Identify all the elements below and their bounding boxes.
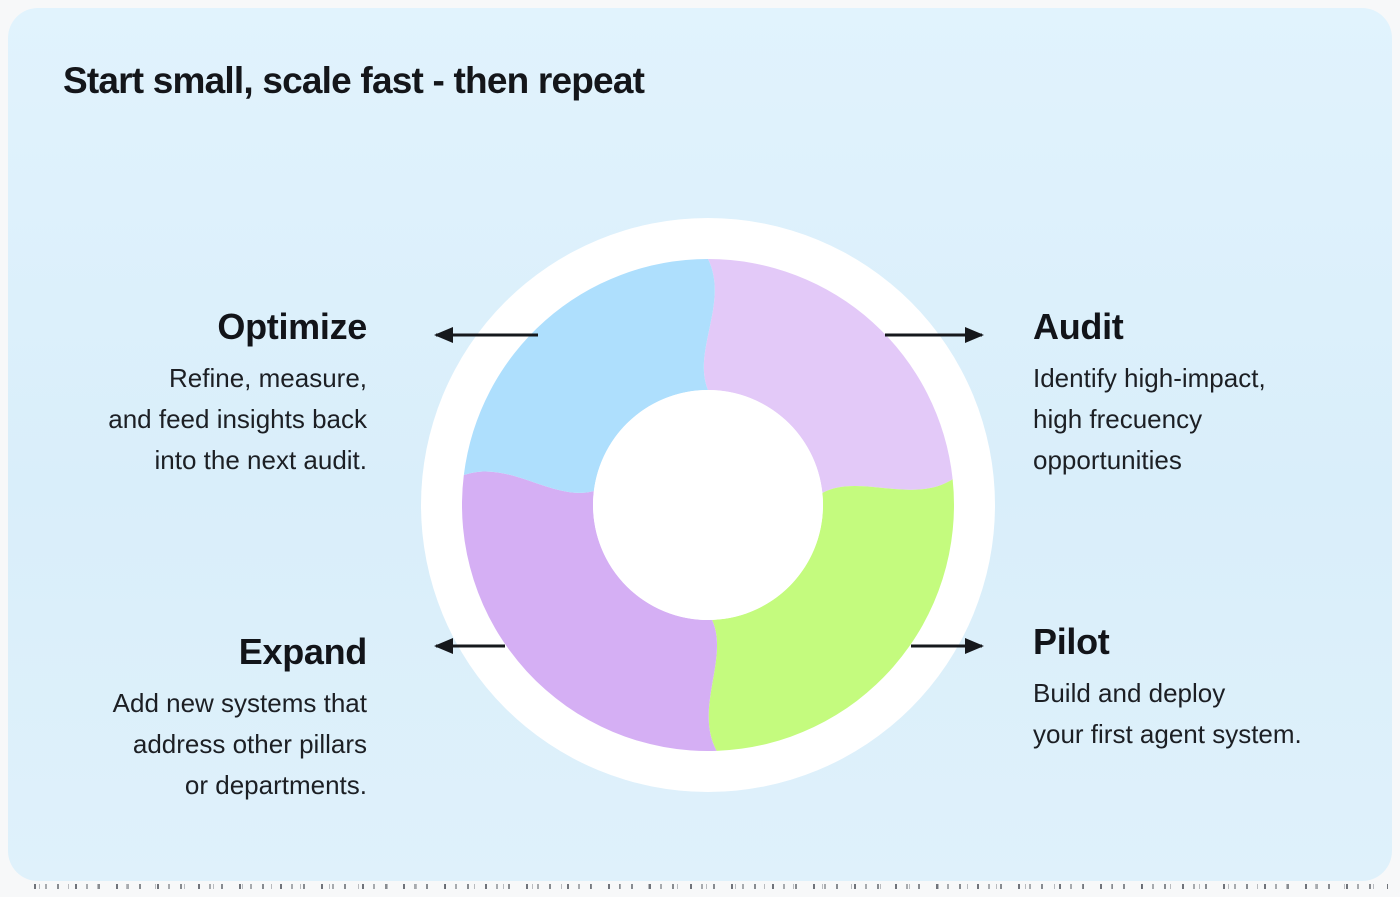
- infographic-panel: Start small, scale fast - then repeat Op…: [8, 8, 1392, 881]
- step-description-audit: Identify high-impact, high frecuency opp…: [1033, 363, 1266, 475]
- donut-segment-expand: [461, 471, 718, 752]
- step-optimize: Optimize Refine, measure, and feed insig…: [7, 308, 367, 481]
- step-description-pilot: Build and deploy your first agent system…: [1033, 678, 1302, 749]
- step-title-pilot: Pilot: [1033, 621, 1110, 662]
- donut-segment-optimize: [463, 259, 715, 493]
- step-description-expand: Add new systems that address other pilla…: [112, 688, 367, 800]
- step-title-expand: Expand: [238, 631, 368, 672]
- cycle-donut: [421, 218, 995, 792]
- step-title-optimize: Optimize: [217, 306, 367, 347]
- donut-segment-pilot: [708, 479, 954, 751]
- step-pilot: Pilot Build and deploy your first agent …: [1033, 623, 1393, 755]
- step-description-optimize: Refine, measure, and feed insights back …: [108, 363, 367, 475]
- page-title: Start small, scale fast - then repeat: [63, 60, 645, 101]
- step-audit: Audit Identify high-impact, high frecuen…: [1033, 308, 1393, 481]
- step-expand: Expand Add new systems that address othe…: [7, 631, 368, 806]
- cropped-text-sliver: [34, 884, 1388, 889]
- cycle-diagram: [398, 195, 1018, 815]
- donut-inner-hole: [593, 390, 823, 620]
- step-title-audit: Audit: [1033, 306, 1124, 347]
- donut-segment-audit: [703, 259, 953, 493]
